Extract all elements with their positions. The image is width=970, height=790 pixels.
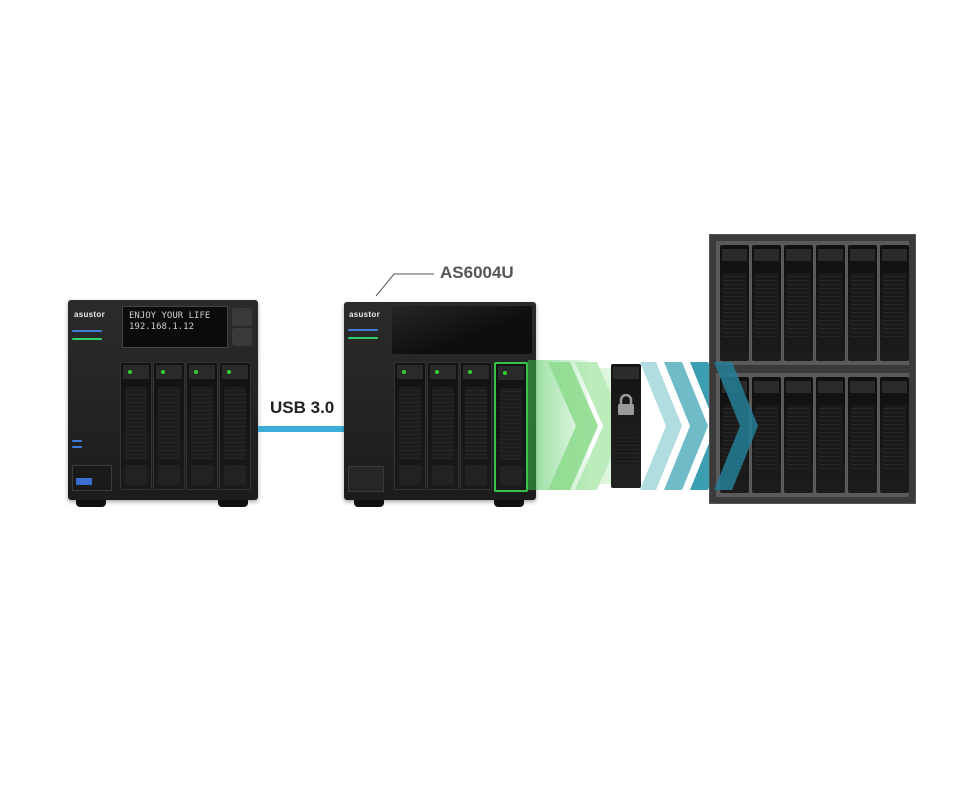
center-nas-led-blue	[348, 329, 378, 331]
expansion-nas-unit: asustor	[344, 302, 536, 507]
left-nas-foot-left	[76, 500, 106, 507]
lock-icon	[618, 394, 634, 415]
usb-label: USB 3.0	[270, 398, 335, 417]
array-bay[interactable]	[720, 245, 749, 361]
left-nas-bay-1[interactable]	[120, 362, 152, 490]
left-nas-led-green	[72, 338, 102, 340]
center-nas-foot-right	[494, 500, 524, 507]
expansion-unit-label: AS6004U	[440, 263, 514, 282]
left-nas-led-blue	[72, 330, 102, 332]
array-bay[interactable]	[720, 377, 749, 493]
array-bay[interactable]	[784, 377, 813, 493]
center-nas-bay-1[interactable]	[394, 362, 426, 490]
center-nas-led-green	[348, 337, 378, 339]
chevron-arrow-icon	[640, 362, 682, 490]
left-nas-bay-4[interactable]	[219, 362, 251, 490]
array-bay[interactable]	[752, 245, 781, 361]
array-bay[interactable]	[816, 245, 845, 361]
storage-array	[709, 234, 916, 504]
chevron-arrow-icon	[664, 362, 708, 490]
array-bay[interactable]	[816, 377, 845, 493]
array-bay[interactable]	[784, 245, 813, 361]
storage-array-row-bottom	[716, 373, 909, 497]
center-nas-foot-left	[354, 500, 384, 507]
array-bay[interactable]	[752, 377, 781, 493]
migration-glow	[528, 360, 588, 490]
center-nas-port	[348, 466, 384, 492]
center-nas-bay-2[interactable]	[427, 362, 459, 490]
lcd-button-down[interactable]	[232, 328, 252, 346]
array-bay[interactable]	[880, 377, 909, 493]
left-nas-led-blue-small	[72, 440, 82, 442]
left-nas-foot-right	[218, 500, 248, 507]
center-nas-front-panel	[392, 306, 532, 354]
storage-array-row-top	[716, 241, 909, 365]
lcd-line-2: 192.168.1.12	[129, 322, 195, 332]
usb-cable	[258, 426, 344, 432]
center-nas-bay-3[interactable]	[460, 362, 492, 490]
lcd-button-up[interactable]	[232, 308, 252, 326]
center-nas-brand: asustor	[349, 310, 380, 319]
array-bay[interactable]	[848, 377, 877, 493]
left-nas-bay-3[interactable]	[186, 362, 218, 490]
center-nas-bay-4-highlighted[interactable]	[494, 362, 528, 492]
left-nas-led-blue-small-2	[72, 446, 82, 448]
array-bay[interactable]	[880, 245, 909, 361]
left-nas-unit: asustor ENJOY YOUR LIFE 192.168.1.12	[68, 300, 258, 507]
left-nas-bay-2[interactable]	[153, 362, 185, 490]
lcd-display: ENJOY YOUR LIFE 192.168.1.12	[122, 306, 228, 348]
encrypted-drive	[611, 364, 641, 488]
usb-port	[72, 465, 112, 491]
left-nas-brand: asustor	[74, 310, 105, 319]
array-bay[interactable]	[848, 245, 877, 361]
lcd-line-1: ENJOY YOUR LIFE	[129, 311, 211, 321]
